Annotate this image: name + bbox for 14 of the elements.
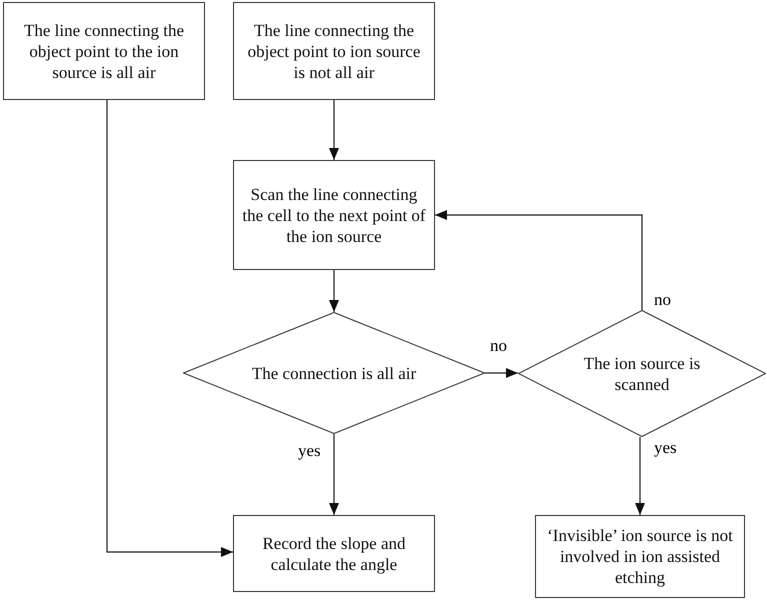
decision-diamond: The connection is all air [183,312,485,434]
process-box: Record the slope and calculate the angle [233,515,435,592]
arrow [329,270,339,312]
arrow [106,100,233,557]
arrow [485,368,518,378]
arrow [329,100,339,160]
process-box: The line connecting the object point to ion source is not all air [233,2,435,100]
process-box: The line connecting the object point to the ion source is all air [3,2,205,100]
arrow [435,210,643,310]
process-box: ‘Invisible’ ion source is not involved in ion assisted etching [535,515,745,598]
arrow [329,434,339,515]
decision-diamond: The ion source is scanned [518,310,766,437]
process-box: Scan the line connecting the cell to the next point of the ion source [233,160,435,270]
arrow [635,437,645,515]
